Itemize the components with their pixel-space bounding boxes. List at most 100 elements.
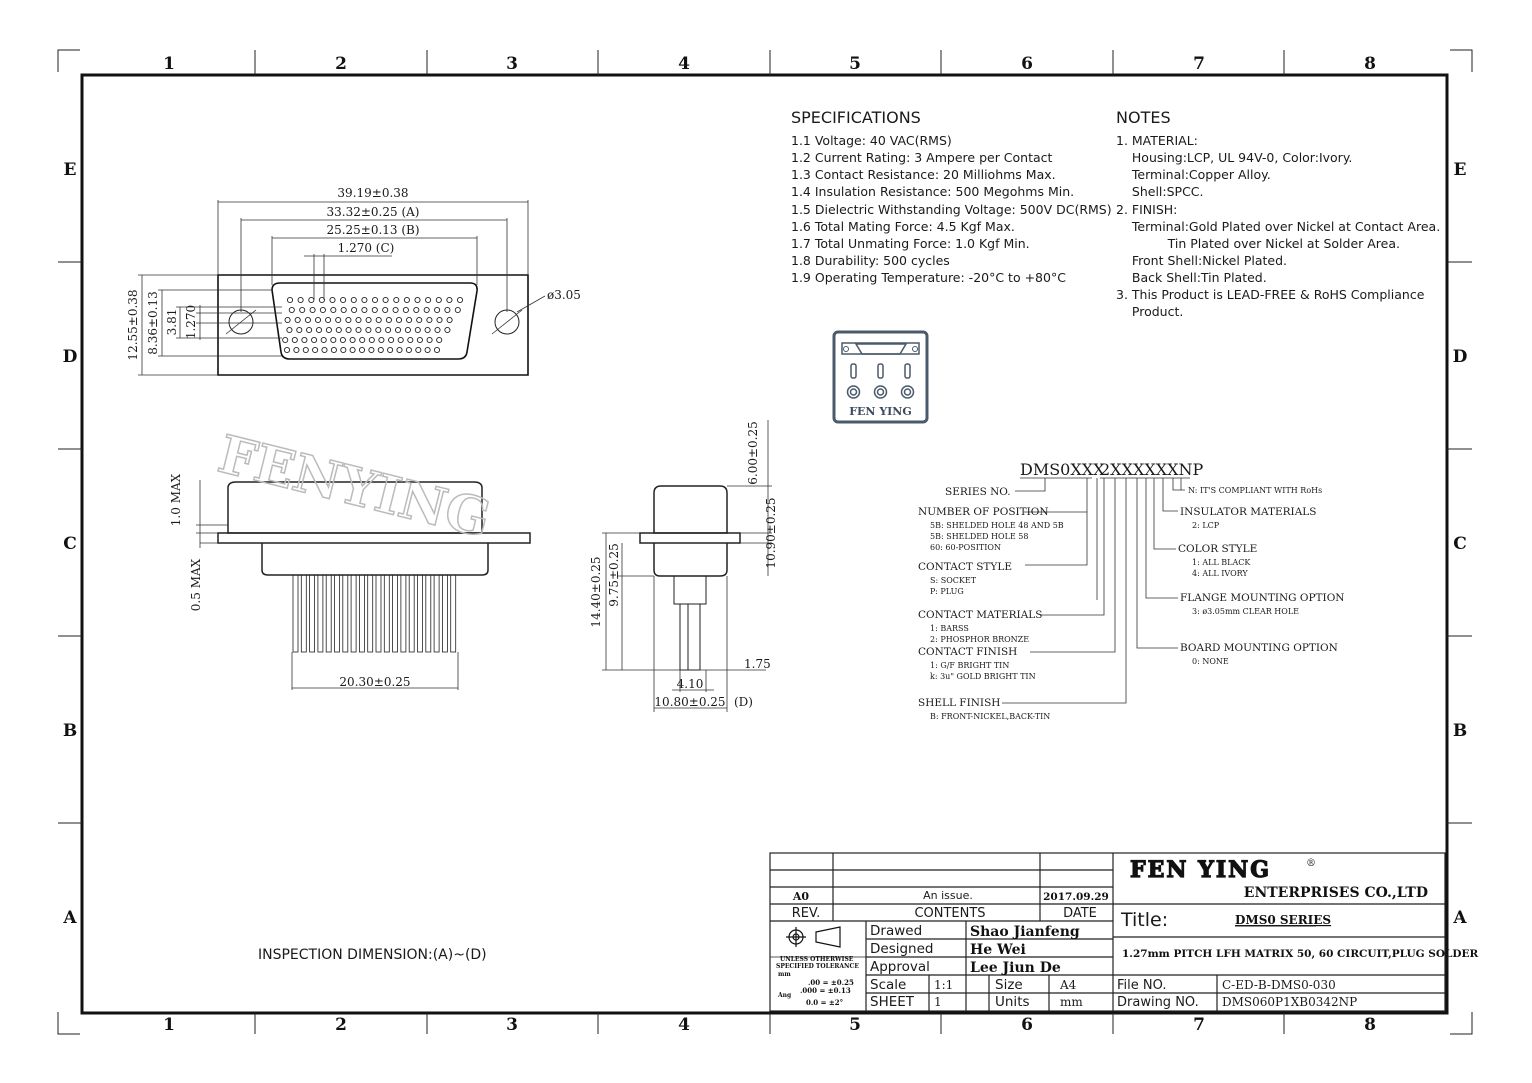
spec-item: 1.4 Insulation Resistance: 500 Megohms M…	[791, 184, 1074, 199]
solder-pin	[417, 574, 423, 653]
tolerance-row: .00 = ±0.25	[808, 978, 854, 987]
inspection-note: INSPECTION DIMENSION:(A)~(D)	[258, 947, 487, 963]
part-code-1: DMS0XXX	[1020, 460, 1105, 479]
contact-pin	[312, 346, 319, 354]
designed-name: He Wei	[970, 942, 1026, 958]
contact-pin	[368, 346, 375, 354]
note-item: 2. FINISH:	[1116, 202, 1177, 217]
dim-top: 6.00±0.25	[746, 421, 760, 485]
contact-pin	[335, 316, 342, 324]
row-label-right: A	[1452, 908, 1467, 928]
contact-pin	[397, 336, 404, 344]
contact-pin	[301, 336, 308, 344]
series-no-label: SERIES NO.	[945, 486, 1011, 498]
note-item: Terminal:Copper Alloy.	[1116, 167, 1271, 182]
contact-pin	[286, 296, 294, 304]
contact-pin	[355, 316, 362, 324]
contact-pin	[315, 326, 323, 334]
contact-pin	[339, 336, 346, 344]
spec-item: 1.5 Dielectric Withstanding Voltage: 500…	[791, 202, 1112, 217]
title-block: FEN YING ® ENTERPRISES CO.,LTD A0 An iss…	[769, 852, 1478, 1012]
color-option: 1: ALL BLACK	[1192, 558, 1251, 567]
zone-ticks	[58, 50, 1472, 1034]
projection-symbol-icon	[786, 926, 841, 948]
fen-ying-logo: FEN YING	[832, 330, 929, 424]
date-header: DATE	[1063, 906, 1097, 921]
col-label-top: 2	[335, 54, 347, 74]
contact-pin	[393, 296, 400, 304]
style-option: P: PLUG	[930, 587, 964, 596]
contact-pin	[306, 326, 313, 334]
units-value: mm	[1060, 995, 1083, 1009]
insulator-option: 2: LCP	[1192, 521, 1220, 530]
solder-pin	[367, 574, 374, 653]
contact-pin	[293, 346, 300, 354]
number-of-position-label: NUMBER OF POSITION	[918, 506, 1049, 518]
contact-pin	[335, 326, 342, 334]
contact-pin	[286, 326, 293, 334]
date-value: 2017.09.29	[1043, 891, 1109, 903]
dim-pitch: 1.270	[184, 305, 198, 339]
row-label-right: B	[1453, 721, 1467, 741]
solder-pin	[317, 574, 324, 653]
contact-pin	[329, 296, 336, 304]
file-no-label: File NO.	[1117, 978, 1166, 993]
logo-text: FEN YING	[849, 405, 912, 418]
solder-pin	[450, 574, 457, 653]
spec-item: 1.9 Operating Temperature: -20°C to +80°…	[791, 270, 1066, 285]
drawing-no-label: Drawing NO.	[1117, 995, 1199, 1010]
materials-option: 1: BARSS	[930, 624, 969, 633]
col-label-bottom: 4	[678, 1015, 690, 1035]
spec-item: 1.8 Durability: 500 cycles	[791, 253, 950, 268]
watermark: FENYING	[212, 424, 496, 550]
contact-pin-grid	[282, 296, 464, 354]
contact-pin	[404, 326, 411, 334]
contact-pin	[426, 316, 433, 324]
contact-pin	[396, 346, 403, 354]
contact-pin	[395, 316, 403, 324]
col-label-bottom: 1	[163, 1015, 175, 1035]
rev-header: REV.	[792, 906, 821, 921]
note-item: Shell:SPCC.	[1116, 184, 1204, 199]
contact-pin	[382, 296, 389, 304]
contact-pin	[446, 296, 453, 304]
contact-pin	[392, 306, 399, 314]
contact-pin	[345, 316, 352, 324]
notes-block: NOTES 1. MATERIAL: Housing:LCP, UL 94V-0…	[1116, 108, 1440, 319]
enterprises-name: ENTERPRISES CO.,LTD	[1244, 885, 1428, 901]
contact-pin	[288, 306, 295, 314]
contact-pin	[403, 296, 410, 304]
registered-mark: ®	[1306, 858, 1316, 869]
contact-pin	[388, 336, 395, 344]
dim-pin-span: 4.10	[677, 677, 704, 691]
col-label-bottom: 3	[506, 1015, 518, 1035]
contact-pin	[321, 346, 328, 354]
rev-value: A0	[792, 890, 810, 903]
contact-pin	[456, 296, 464, 304]
contact-pin	[361, 306, 368, 314]
contact-pin	[414, 296, 421, 304]
contact-pin	[314, 316, 322, 324]
file-no-value: C-ED-B-DMS0-030	[1222, 978, 1336, 992]
side-view: 20.30±0.25 1.0 MAX 0.5 MAX FENYING	[169, 423, 531, 690]
contact-pin	[377, 346, 384, 354]
col-label-top: 3	[506, 54, 518, 74]
contact-pin	[378, 336, 385, 344]
contact-pin	[284, 316, 291, 324]
solder-pin	[300, 574, 307, 653]
size-value: A4	[1059, 978, 1077, 992]
tolerance-unit: mm	[778, 971, 791, 978]
note-item: Housing:LCP, UL 94V-0, Color:Ivory.	[1116, 150, 1352, 165]
contact-finish-label: CONTACT FINISH	[918, 646, 1017, 658]
title-label: Title:	[1120, 909, 1168, 931]
spec-item: 1.1 Voltage: 40 VAC(RMS)	[791, 133, 952, 148]
approval-label: Approval	[870, 959, 930, 975]
contact-pin	[297, 296, 304, 304]
row-label-left: E	[64, 160, 77, 180]
contact-pin	[406, 316, 413, 324]
flange-mounting-label: FLANGE MOUNTING OPTION	[1180, 592, 1345, 604]
dim-height: 12.55±0.38	[126, 289, 140, 360]
dim-overall: 39.19±0.38	[337, 186, 408, 200]
contact-pin	[365, 326, 372, 334]
drawing-no-value: DMS060P1XB0342NP	[1222, 995, 1357, 1009]
